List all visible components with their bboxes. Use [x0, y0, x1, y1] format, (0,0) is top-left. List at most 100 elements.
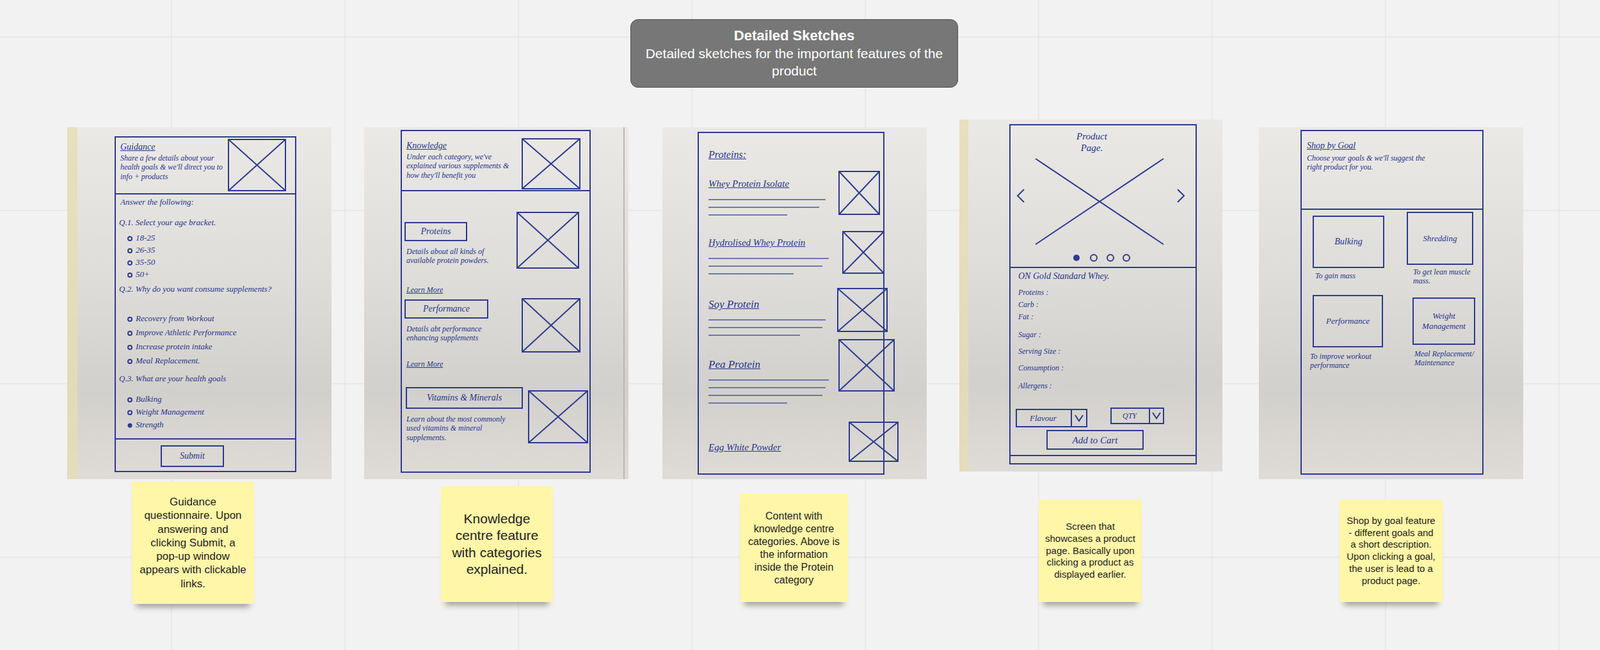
sketch-text: Bulking	[135, 394, 162, 405]
sticky-note: Screen that showcases a product page. Ba…	[1038, 499, 1142, 603]
sticky-note: Knowledge centre feature with categories…	[440, 486, 553, 603]
sketch-text: Pea Protein	[708, 358, 761, 372]
radio-bullet	[128, 331, 132, 336]
sketch-photo	[364, 127, 629, 480]
placeholder-cross	[849, 422, 898, 462]
button-outline	[161, 446, 224, 467]
note-text: Screen that showcases a product page. Ba…	[1045, 520, 1136, 582]
sketch-text: Bulking	[1315, 236, 1382, 248]
sketch-text: Learn More	[406, 285, 443, 295]
sketch-text: Performance	[407, 304, 486, 315]
sketch-text: Sugar :	[1018, 330, 1042, 340]
sketch-text: Hydrolised Whey Protein	[708, 236, 806, 249]
sketch-text: Learn about the most commonly used vitam…	[406, 414, 516, 443]
image-placeholder	[842, 231, 884, 274]
sketch-text: Vitamins & Minerals	[408, 392, 521, 404]
sketch-text: 50+	[135, 269, 150, 280]
note-text: Shop by goal feature - different goals a…	[1345, 515, 1437, 588]
sketch-text: To improve workout performance	[1310, 352, 1384, 371]
sketch-text: Submit	[163, 451, 222, 463]
sketch-text: Add to Cart	[1048, 434, 1142, 447]
title-box: Detailed SketchesDetailed sketches for t…	[630, 19, 959, 88]
image-placeholder	[522, 298, 580, 352]
carousel-dot	[1107, 254, 1114, 262]
sketch-text: Share a few details about your health go…	[120, 153, 226, 182]
text-placeholder-line	[708, 379, 829, 381]
radio-bullet	[128, 345, 132, 350]
sketch-text: Q.3. What are your health goals	[119, 373, 226, 384]
image-placeholder	[839, 339, 895, 392]
note-text: Knowledge centre feature with categories…	[447, 510, 547, 578]
grid-line	[1559, 0, 1560, 650]
sketch-text: Meal Replacement/ Maintenance	[1414, 349, 1479, 368]
paper-edge	[67, 127, 78, 480]
goal-box	[1407, 212, 1473, 265]
placeholder-cross	[228, 139, 286, 191]
goal-box	[1313, 295, 1383, 347]
dropdown-outline	[1016, 409, 1087, 427]
text-placeholder-line	[708, 327, 823, 329]
placeholder-cross	[517, 212, 579, 269]
paper-edge	[959, 119, 969, 472]
sketch-text: Answer the following:	[120, 197, 194, 208]
text-placeholder-line	[708, 206, 820, 208]
paper-photo	[959, 119, 1223, 472]
sketch-text: Improve Athletic Performance	[135, 327, 237, 338]
divider-line	[401, 190, 591, 192]
screen-frame	[401, 130, 591, 473]
sticky-note: Content with knowledge centre categories…	[739, 494, 848, 603]
sketch-text: Flavour	[1018, 413, 1069, 424]
sketch-photo	[67, 127, 332, 480]
carousel-dot	[1090, 254, 1097, 262]
placeholder-cross	[228, 139, 286, 191]
sketch-text: Fat :	[1018, 312, 1034, 322]
category-box	[405, 300, 488, 319]
sketch-text: Guidance	[120, 142, 155, 153]
text-placeholder-line	[708, 265, 823, 267]
sketch-text: Q.2. Why do you want consume supplements…	[119, 284, 292, 295]
sketch-text: Proteins:	[708, 148, 747, 161]
image-placeholder	[839, 171, 880, 215]
goal-box	[1313, 216, 1384, 268]
image-placeholder	[528, 391, 588, 443]
sketch-text: Weight Management	[135, 407, 205, 418]
grid-line	[344, 0, 346, 650]
radio-bullet	[128, 398, 132, 402]
placeholder-cross	[849, 422, 898, 462]
category-box	[406, 387, 523, 409]
goal-box	[1413, 298, 1475, 345]
carousel-dot	[1123, 254, 1130, 262]
radio-bullet	[128, 273, 132, 278]
placeholder-cross	[528, 391, 588, 443]
carousel-arrow	[1017, 189, 1024, 203]
placeholder-cross	[837, 288, 888, 332]
sketch-text: Whey Protein Isolate	[708, 177, 790, 190]
sketch-text: Proteins	[407, 226, 465, 238]
placeholder-cross	[839, 171, 880, 215]
sketch-text: Shop by Goal	[1306, 140, 1356, 152]
image-placeholder	[517, 212, 579, 269]
placeholder-cross	[839, 171, 880, 215]
sketch-photo	[1258, 127, 1524, 480]
sketch-text: Egg White Powder	[708, 441, 781, 454]
screen-frame	[115, 136, 296, 472]
carousel-arrow	[1177, 189, 1184, 203]
radio-bullet	[128, 423, 133, 429]
title-text: Detailed Sketches	[734, 26, 855, 45]
screen-frame	[1301, 130, 1483, 475]
paper-photo	[1258, 127, 1524, 480]
sticky-note: Guidance questionnaire. Upon answering a…	[131, 481, 255, 605]
text-placeholder-line	[708, 394, 823, 397]
text-placeholder-line	[708, 387, 826, 389]
sketch-text: Under each category, we've explained var…	[406, 152, 517, 180]
placeholder-cross	[522, 138, 580, 189]
placeholder-cross	[839, 339, 895, 392]
sketch-text: Allergens :	[1018, 381, 1053, 391]
sketch-text: Details about all kinds of available pro…	[406, 247, 512, 266]
sketch-text: Meal Replacement.	[135, 355, 200, 367]
sketch-text: Recovery from Workout	[135, 313, 215, 324]
screen-frame	[1009, 124, 1197, 464]
image-placeholder	[837, 288, 888, 332]
paper-photo	[67, 127, 332, 480]
